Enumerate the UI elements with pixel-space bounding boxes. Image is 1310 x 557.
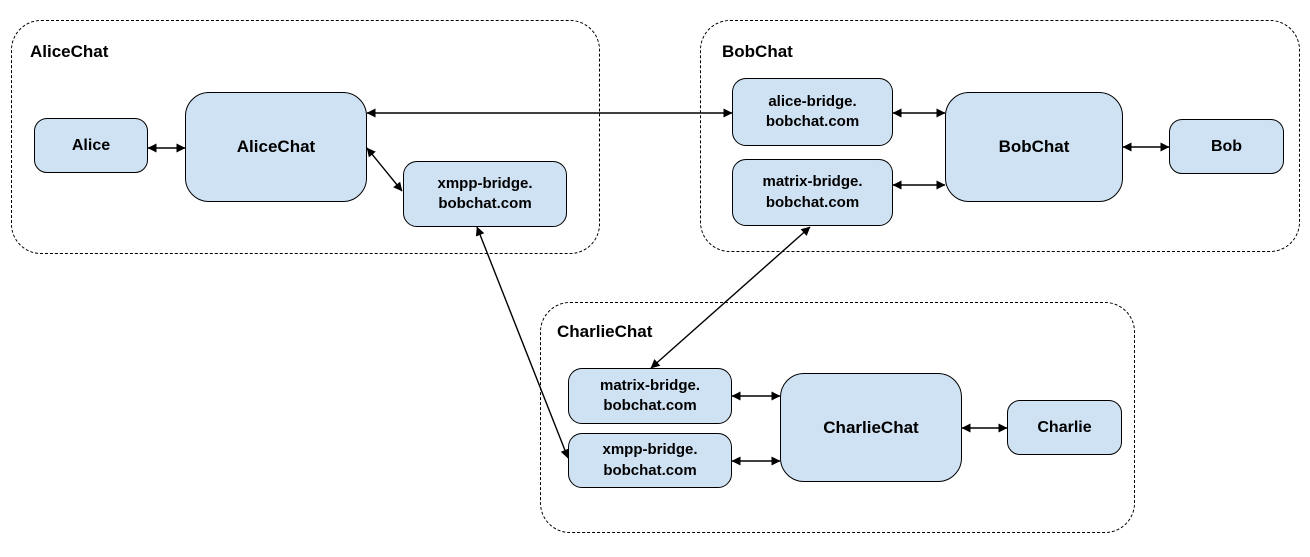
node-bobchat-server: BobChat [945,92,1123,202]
cluster-bobchat-label: BobChat [722,42,793,61]
node-bobchat-server-label: BobChat [998,137,1070,156]
cluster-charliechat-label: CharlieChat [557,322,653,341]
node-matrix-bridge-charliechat-label: matrix-bridge. bobchat.com [599,376,701,414]
node-alice-bridge-bobchat-label: alice-bridge. bobchat.com [765,92,860,130]
node-alice: Alice [34,118,148,173]
node-alice-label: Alice [71,136,111,154]
node-charlie: Charlie [1007,400,1122,455]
cluster-alicechat [11,20,600,254]
cluster-bobchat [700,20,1300,252]
node-xmpp-bridge-alicechat: xmpp-bridge. bobchat.com [403,161,567,227]
node-charliechat-server: CharlieChat [780,373,962,482]
node-matrix-bridge-bobchat: matrix-bridge. bobchat.com [732,159,893,226]
node-xmpp-bridge-alicechat-label: xmpp-bridge. bobchat.com [437,174,533,212]
node-alicechat-server-label: AliceChat [236,137,316,156]
node-matrix-bridge-charliechat: matrix-bridge. bobchat.com [568,368,732,424]
node-charlie-label: Charlie [1037,418,1092,436]
node-xmpp-bridge-charliechat-label: xmpp-bridge. bobchat.com [602,441,698,479]
node-matrix-bridge-bobchat-label: matrix-bridge. bobchat.com [762,173,863,211]
node-bob: Bob [1169,119,1284,174]
node-xmpp-bridge-charliechat: xmpp-bridge. bobchat.com [568,433,732,488]
node-bob-label: Bob [1210,137,1243,155]
node-charliechat-server-label: CharlieChat [823,417,919,437]
cluster-alicechat-label: AliceChat [30,42,109,61]
node-alice-bridge-bobchat: alice-bridge. bobchat.com [732,78,893,146]
node-alicechat-server: AliceChat [185,92,367,202]
